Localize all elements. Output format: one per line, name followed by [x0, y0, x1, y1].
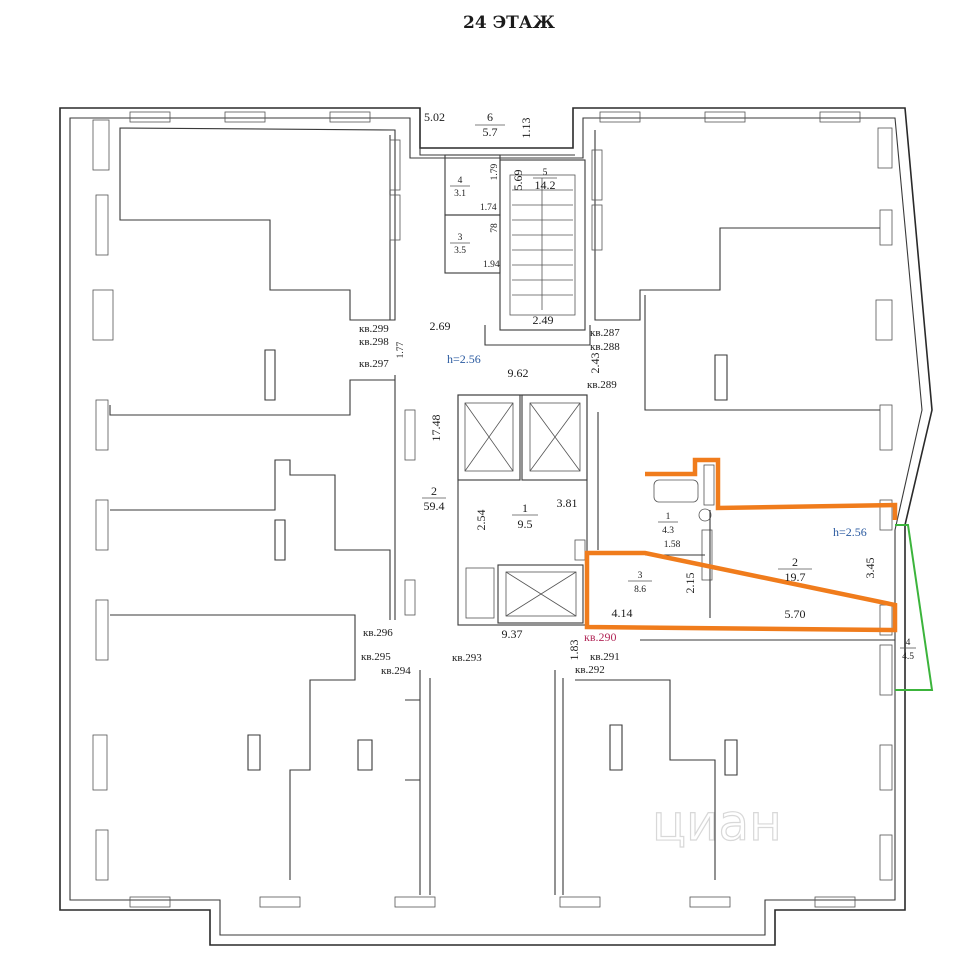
apt-room-2-dim-a: 3.45 — [863, 558, 877, 579]
apt-room-3-area: 8.6 — [634, 585, 646, 595]
floor-title: 24 ЭТАЖ — [463, 13, 556, 33]
apartment-296: кв.296 — [363, 627, 393, 639]
apartment-299: кв.299 — [359, 323, 389, 335]
apt-room-1-area: 4.3 — [662, 526, 674, 536]
room-3-area: 3.5 — [454, 246, 466, 256]
service-core — [419, 140, 591, 626]
apartment-297: кв.297 — [359, 358, 389, 370]
balcony-area: 4.5 — [902, 652, 914, 662]
room-1-number: 1 — [522, 501, 528, 515]
apt-room-3-number: 3 — [638, 571, 643, 581]
dim-2-43: 2.43 — [588, 353, 602, 374]
common-area-labels: 5.02 6 5.7 1.13 4 3.1 1.79 1.74 3 3.5 78… — [396, 110, 602, 661]
room-6-area: 5.7 — [483, 125, 498, 139]
room-4-dim-a: 1.79 — [490, 163, 500, 180]
apt-room-1-number: 1 — [666, 512, 671, 522]
dim-1-83: 1.83 — [567, 640, 581, 661]
apartment-labels: кв.287 кв.288 кв.289 кв.290 кв.291 кв.29… — [359, 323, 620, 677]
apt-room-1-dim: 1.58 — [664, 540, 681, 550]
height-mark-common: h=2.56 — [447, 352, 481, 366]
room-2-area: 59.4 — [424, 499, 445, 513]
apartment-288: кв.288 — [590, 341, 620, 353]
dim-9-37: 9.37 — [502, 627, 523, 641]
apartment-294: кв.294 — [381, 665, 411, 677]
room-5-dim: 5.69 — [511, 170, 525, 191]
room-3-dim-a: 78 — [490, 223, 500, 233]
top-windows — [129, 111, 861, 123]
apartment-293: кв.293 — [452, 652, 482, 664]
apartment-290: кв.290 — [584, 630, 617, 644]
apartment-295: кв.295 — [361, 651, 391, 663]
apt-room-3-dim-a: 2.15 — [683, 573, 697, 594]
dim-2-49: 2.49 — [533, 313, 554, 327]
height-mark-apartment: h=2.56 — [833, 525, 867, 539]
room-1-dim-a: 2.54 — [474, 510, 488, 531]
apartment-290 — [584, 457, 934, 691]
room-4-area: 3.1 — [454, 189, 466, 199]
bottom-windows — [129, 896, 856, 908]
apartment-298: кв.298 — [359, 336, 389, 348]
room-3-number: 3 — [458, 233, 463, 243]
right-windows — [875, 127, 893, 881]
apartment-292: кв.292 — [575, 664, 605, 676]
room-2-dim: 17.48 — [429, 415, 443, 442]
watermark: циан — [652, 794, 782, 852]
label-5-02: 5.02 — [424, 110, 445, 124]
dim-2-69: 2.69 — [430, 319, 451, 333]
balcony-number: 4 — [906, 638, 911, 648]
dim-9-62: 9.62 — [508, 366, 529, 380]
room-1-dim-b: 3.81 — [557, 496, 578, 510]
room-3-dim-b: 1.94 — [483, 260, 500, 270]
room-2-number: 2 — [431, 484, 437, 498]
apartment-289: кв.289 — [587, 379, 617, 391]
apartment-290-labels: 1 4.3 1.58 2 19.7 3.45 5.70 3 8.6 2.15 4… — [612, 512, 916, 662]
left-windows — [92, 119, 114, 881]
apt-room-2-number: 2 — [792, 555, 798, 569]
room-5-area: 14.2 — [535, 178, 556, 192]
dim-1-77: 1.77 — [396, 341, 406, 358]
apt-room-2-dim-b: 5.70 — [785, 607, 806, 621]
room-6-number: 6 — [487, 110, 493, 124]
room-5-number: 5 — [543, 168, 548, 178]
apt-room-3-dim-b: 4.14 — [612, 606, 633, 620]
room-4-number: 4 — [458, 176, 463, 186]
room-1-area: 9.5 — [518, 517, 533, 531]
apartment-291: кв.291 — [590, 651, 620, 663]
room-4-dim-b: 1.74 — [480, 203, 497, 213]
apartment-287: кв.287 — [590, 327, 620, 339]
apt-room-2-area: 19.7 — [785, 570, 806, 584]
room-6-dim: 1.13 — [519, 118, 533, 139]
interior-walls — [109, 127, 895, 895]
